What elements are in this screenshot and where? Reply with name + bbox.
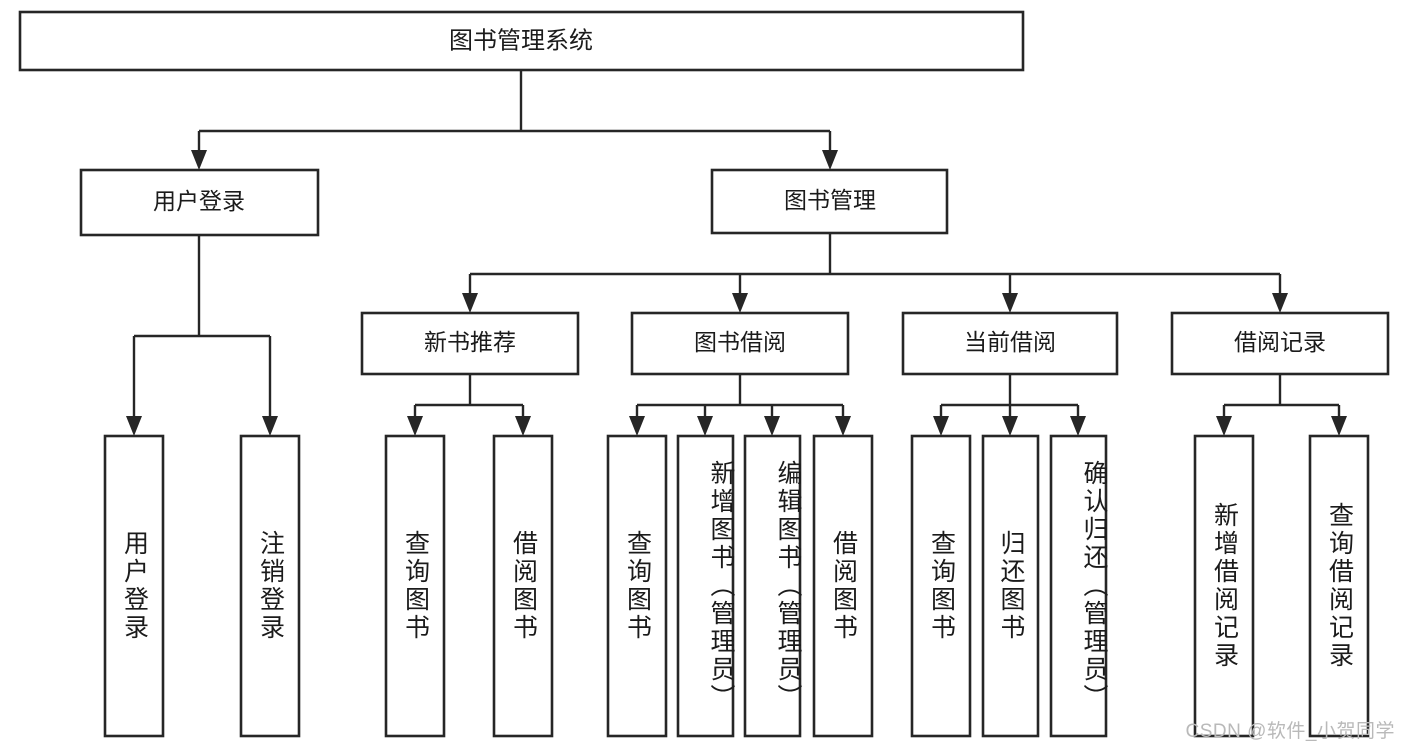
arrowhead-borrow-record bbox=[1272, 293, 1288, 313]
arrowhead-book-manage bbox=[822, 150, 838, 170]
node-current-borrow[interactable]: 当前借阅 bbox=[901, 311, 1119, 376]
arrowhead-bb-leaf-2 bbox=[697, 416, 713, 436]
arrowhead-bb-leaf-3 bbox=[764, 416, 780, 436]
connectors-new-book-to-leaves bbox=[407, 374, 531, 436]
node-book-management[interactable]: 图书管理 bbox=[710, 168, 949, 235]
new-book-recommend-label: 新书推荐 bbox=[424, 329, 516, 355]
node-book-borrow[interactable]: 图书借阅 bbox=[630, 311, 850, 376]
arrowhead-user-login bbox=[191, 150, 207, 170]
connectors-borrow-record-to-leaves bbox=[1216, 374, 1347, 436]
leaf-boxes-new-book-recommend bbox=[384, 434, 554, 738]
watermark-text: CSDN @软件_小贺同学 bbox=[1185, 721, 1395, 742]
user-login-box[interactable] bbox=[79, 168, 320, 237]
leaf-box-book-borrow-1[interactable] bbox=[606, 434, 668, 738]
arrowhead-cb-leaf-2 bbox=[1002, 416, 1018, 436]
arrowhead-br-leaf-2 bbox=[1331, 416, 1347, 436]
borrow-record-label: 借阅记录 bbox=[1234, 329, 1326, 355]
connectors-root-to-level2 bbox=[191, 70, 838, 170]
leaf-box-current-borrow-3[interactable] bbox=[1049, 434, 1108, 738]
connectors-user-login-to-leaves bbox=[126, 235, 278, 436]
borrow-record-box[interactable] bbox=[1170, 311, 1390, 376]
arrowhead-nb-leaf-2 bbox=[515, 416, 531, 436]
new-book-recommend-box[interactable] bbox=[360, 311, 580, 376]
book-management-label: 图书管理 bbox=[784, 187, 876, 213]
arrowhead-book-borrow bbox=[732, 293, 748, 313]
arrowhead-ul-leaf-1 bbox=[126, 416, 142, 436]
leaf-box-book-borrow-3[interactable] bbox=[743, 434, 802, 738]
connectors-book-manage-to-level3 bbox=[462, 233, 1288, 313]
arrowhead-nb-leaf-1 bbox=[407, 416, 423, 436]
root-box[interactable] bbox=[18, 10, 1025, 72]
book-borrow-label: 图书借阅 bbox=[694, 329, 786, 355]
user-login-label: 用户登录 bbox=[153, 188, 245, 214]
leaf-box-new-book-1[interactable] bbox=[384, 434, 446, 738]
leaf-box-book-borrow-4[interactable] bbox=[812, 434, 874, 738]
leaf-boxes-book-borrow bbox=[606, 434, 874, 738]
current-borrow-box[interactable] bbox=[901, 311, 1119, 376]
node-new-book-recommend[interactable]: 新书推荐 bbox=[360, 311, 580, 376]
leaf-box-current-borrow-1[interactable] bbox=[910, 434, 972, 738]
leaf-boxes-user-login bbox=[103, 434, 301, 738]
leaf-box-book-borrow-2[interactable] bbox=[676, 434, 735, 738]
leaf-box-new-book-2[interactable] bbox=[492, 434, 554, 738]
node-user-login[interactable]: 用户登录 bbox=[79, 168, 320, 237]
arrowhead-bb-leaf-1 bbox=[629, 416, 645, 436]
current-borrow-label: 当前借阅 bbox=[964, 329, 1056, 355]
leaf-box-user-login-2[interactable] bbox=[239, 434, 301, 738]
arrowhead-ul-leaf-2 bbox=[262, 416, 278, 436]
root-label: 图书管理系统 bbox=[449, 27, 593, 54]
book-borrow-box[interactable] bbox=[630, 311, 850, 376]
book-management-box[interactable] bbox=[710, 168, 949, 235]
leaf-boxes-current-borrow bbox=[910, 434, 1108, 738]
arrowhead-cb-leaf-3 bbox=[1070, 416, 1086, 436]
leaf-box-borrow-record-1[interactable] bbox=[1193, 434, 1255, 738]
connectors-book-borrow-to-leaves bbox=[629, 374, 851, 436]
node-root-book-management-system[interactable]: 图书管理系统 bbox=[18, 10, 1025, 72]
arrowhead-new-book bbox=[462, 293, 478, 313]
arrowhead-current-borrow bbox=[1002, 293, 1018, 313]
leaf-box-current-borrow-2[interactable] bbox=[981, 434, 1040, 738]
arrowhead-cb-leaf-1 bbox=[933, 416, 949, 436]
leaf-box-borrow-record-2[interactable] bbox=[1308, 434, 1370, 738]
arrowhead-br-leaf-1 bbox=[1216, 416, 1232, 436]
connectors-current-borrow-to-leaves bbox=[933, 374, 1086, 436]
leaf-box-user-login-1[interactable] bbox=[103, 434, 165, 738]
leaf-boxes-borrow-record bbox=[1193, 434, 1370, 738]
arrowhead-bb-leaf-4 bbox=[835, 416, 851, 436]
node-borrow-record[interactable]: 借阅记录 bbox=[1170, 311, 1390, 376]
